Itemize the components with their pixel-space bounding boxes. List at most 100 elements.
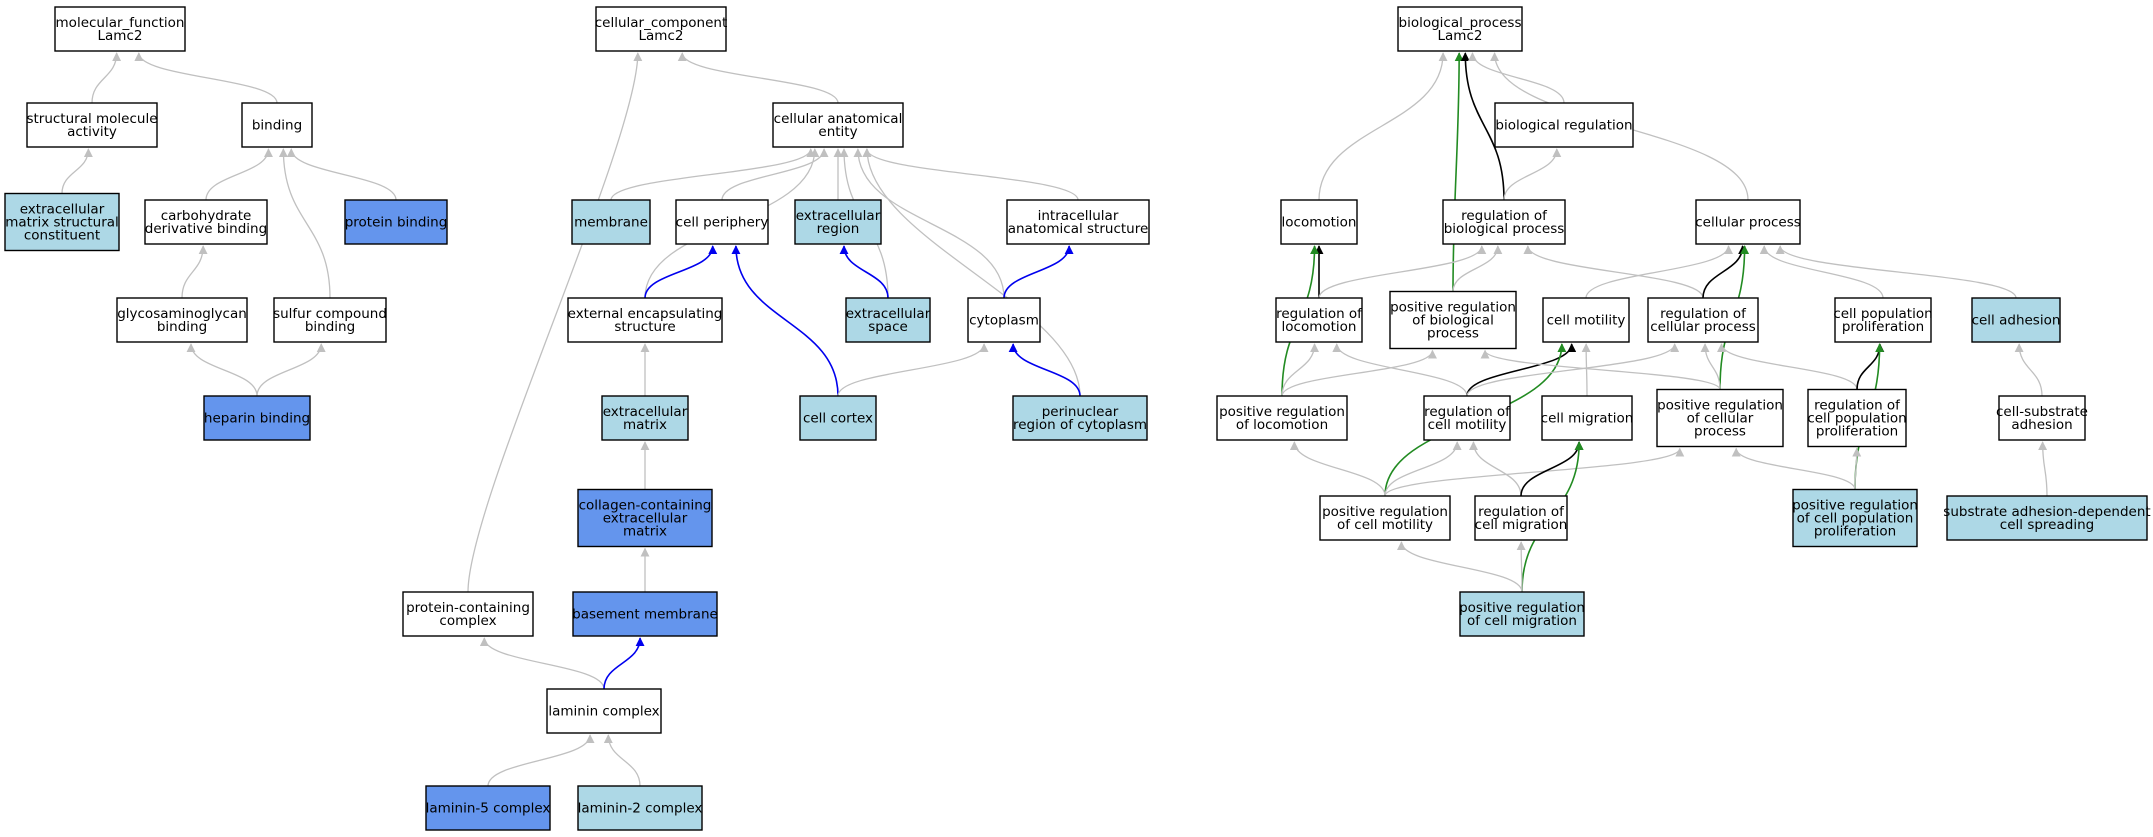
edge-prcmig-to-rcmig — [1516, 541, 1526, 593]
node-ccortex[interactable]: cell cortex — [799, 395, 877, 441]
edge-prcm-to-prloco — [1289, 441, 1386, 497]
node-box — [344, 199, 448, 245]
node-box — [1319, 495, 1451, 541]
node-label-line: regulation of — [1424, 404, 1511, 420]
node-box — [1012, 395, 1148, 441]
node-l2[interactable]: laminin-2 complex — [577, 785, 703, 831]
node-binding[interactable]: binding — [241, 102, 313, 148]
node-label-line: space — [868, 319, 908, 335]
node-lc[interactable]: laminin complex — [546, 688, 662, 734]
node-box — [1494, 102, 1634, 148]
node-box — [546, 688, 662, 734]
node-box — [203, 395, 311, 441]
node-label-line: perinuclear — [1042, 404, 1119, 420]
node-cmig[interactable]: cell migration — [1541, 395, 1634, 441]
edge-rcm-to-rloco — [1332, 343, 1468, 397]
node-label-line: activity — [67, 124, 117, 140]
node-cadh[interactable]: cell adhesion — [1971, 297, 2061, 343]
edge-breg-to-bp — [1468, 52, 1565, 104]
node-box — [1834, 297, 1932, 343]
node-label-line: of cell migration — [1467, 613, 1577, 629]
edge-pb-to-binding — [286, 148, 397, 201]
edges-layer — [61, 52, 2048, 787]
node-cmot[interactable]: cell motility — [1542, 297, 1630, 343]
node-bm[interactable]: basement membrane — [572, 591, 718, 637]
node-membrane[interactable]: membrane — [571, 199, 651, 245]
node-hb[interactable]: heparin binding — [203, 395, 311, 441]
node-label-line: cell periphery — [676, 215, 769, 231]
node-loco[interactable]: locomotion — [1280, 199, 1358, 245]
node-label-line: basement membrane — [572, 607, 718, 623]
node-label-line: extracellular — [20, 202, 105, 218]
node-box — [1542, 297, 1630, 343]
node-label-line: constituent — [24, 228, 100, 244]
node-box — [241, 102, 313, 148]
node-label-line: cell motility — [1547, 313, 1626, 329]
edge-ccortex-to-cp — [731, 245, 839, 397]
node-label-line: proliferation — [1814, 524, 1896, 540]
node-box — [1459, 591, 1585, 637]
node-breg[interactable]: biological regulation — [1494, 102, 1634, 148]
edge-loco-to-bp — [1318, 52, 1448, 201]
edge-prcpp-to-rcpp — [1852, 447, 1862, 490]
node-cp[interactable]: cell periphery — [675, 199, 769, 245]
node-box — [1280, 199, 1358, 245]
node-cyto[interactable]: cytoplasm — [967, 297, 1041, 343]
node-cproc[interactable]: cellular process — [1695, 199, 1801, 245]
edge-cadh-to-cproc — [1775, 245, 2017, 299]
edge-l2-to-lc — [603, 734, 641, 787]
node-label-line: cellular anatomical — [774, 111, 903, 127]
node-box — [1006, 199, 1150, 245]
node-box — [1474, 495, 1568, 541]
node-label-line: membrane — [574, 215, 648, 231]
node-box — [1423, 395, 1511, 441]
node-box — [572, 591, 718, 637]
edge-rcmig-to-rcm — [1468, 441, 1522, 497]
edge-rcm-to-cmot — [1466, 343, 1577, 397]
node-label-line: cell motility — [1428, 417, 1507, 433]
node-l5[interactable]: laminin-5 complex — [425, 785, 551, 831]
node-label-line: binding — [252, 118, 302, 134]
node-box — [26, 102, 158, 148]
node-label-line: protein-containing — [406, 600, 530, 616]
node-box — [577, 785, 703, 831]
edge-es-to-er — [839, 245, 889, 299]
edge-hb-to-scb — [256, 343, 326, 397]
node-label-line: cell population — [1807, 411, 1906, 427]
node-pb[interactable]: protein binding — [344, 199, 448, 245]
edge-cmig-to-cmot — [1581, 343, 1591, 397]
node-label-line: intracellular — [1038, 208, 1119, 224]
